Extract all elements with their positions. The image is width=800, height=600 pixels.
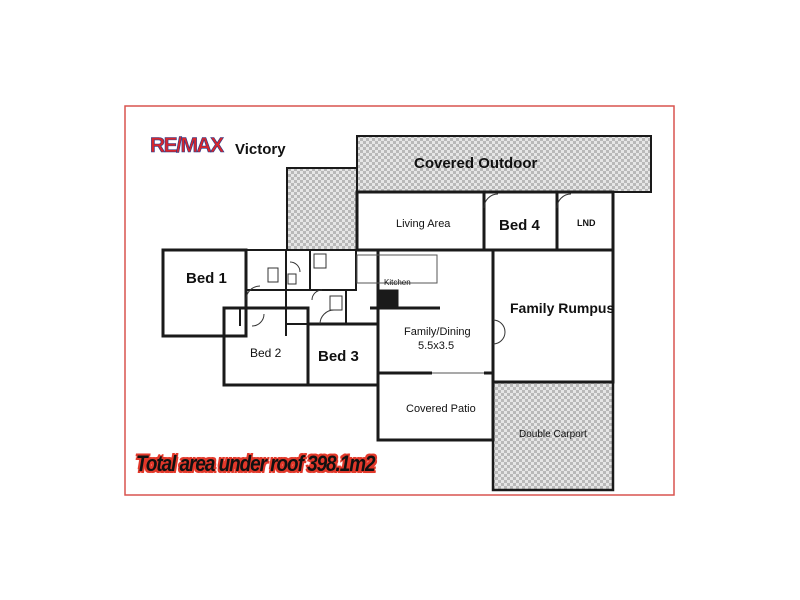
label-bed2: Bed 2 bbox=[250, 346, 282, 360]
office-name: Victory bbox=[235, 141, 286, 158]
label-covered-patio: Covered Patio bbox=[406, 403, 476, 415]
walls bbox=[161, 190, 615, 442]
total-area-label: Total area under roof 398.1m2 bbox=[136, 451, 376, 476]
remax-logo: RE/MAX bbox=[150, 134, 226, 158]
label-lnd: LND bbox=[577, 218, 596, 228]
label-bed1: Bed 1 bbox=[186, 270, 227, 287]
label-bed4: Bed 4 bbox=[499, 217, 541, 234]
label-double-carport: Double Carport bbox=[519, 429, 587, 440]
label-kitchen: Kitchen bbox=[384, 278, 411, 287]
fixtures bbox=[267, 253, 343, 311]
remax-logo-text: RE/MAX bbox=[150, 134, 224, 157]
label-family-dining: Family/Dining bbox=[404, 326, 471, 338]
double-carport-area bbox=[491, 380, 615, 492]
label-family-rumpus: Family Rumpus bbox=[510, 300, 614, 316]
label-covered-outdoor: Covered Outdoor bbox=[414, 155, 538, 172]
label-family-dining-size: 5.5x3.5 bbox=[418, 340, 454, 352]
hatched-areas bbox=[286, 135, 652, 492]
label-living-area: Living Area bbox=[396, 218, 451, 230]
label-bed3: Bed 3 bbox=[318, 348, 359, 365]
